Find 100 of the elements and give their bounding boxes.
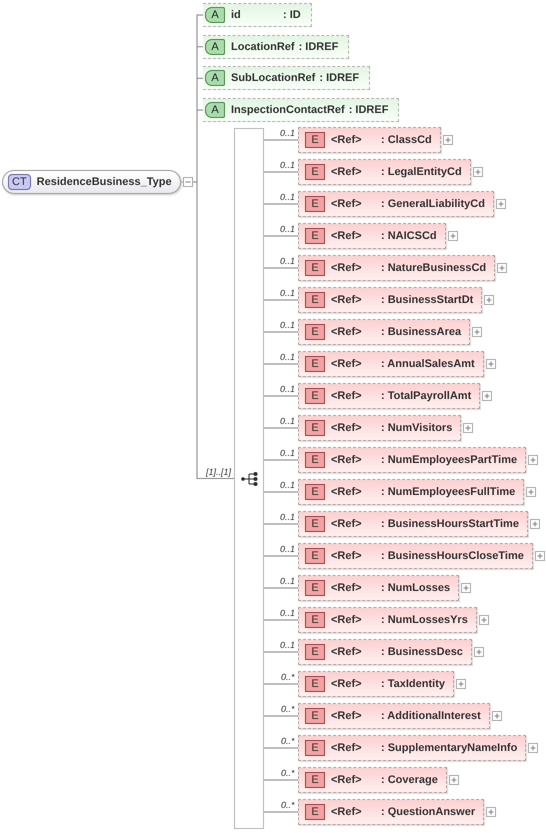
type-badge: A: [205, 70, 225, 86]
sequence-bar: [234, 128, 264, 829]
type-label: : TaxIdentity: [381, 678, 445, 690]
type-label: : Coverage: [381, 774, 438, 786]
attribute-box: [203, 34, 350, 59]
element-box: [298, 607, 477, 633]
type-label: : ID: [283, 9, 301, 21]
name-label: id: [231, 9, 242, 21]
type-badge: E: [305, 452, 325, 468]
ref-label: <Ref>: [331, 390, 363, 402]
complex-type-box: [2, 170, 181, 194]
type-badge: E: [305, 580, 325, 596]
multiplicity-label: 0..1: [280, 224, 296, 234]
multiplicity-label: 0..1: [280, 416, 296, 426]
type-badge: E: [305, 516, 325, 532]
type-badge: E: [305, 484, 325, 500]
element-box: [298, 287, 482, 313]
type-label: : NAICSCd: [381, 230, 437, 242]
attribute-box: [203, 3, 312, 27]
type-label: : BusinessStartDt: [381, 294, 474, 306]
element-box: [298, 351, 484, 377]
ref-label: <Ref>: [331, 774, 363, 786]
type-label: : NumEmployeesFullTime: [381, 486, 516, 498]
element-box: [298, 479, 524, 505]
multiplicity-label: 0..1: [280, 512, 296, 522]
element-box: [298, 767, 447, 793]
element-box: [298, 703, 490, 729]
type-badge: E: [305, 356, 325, 372]
type-label: : LegalEntityCd: [381, 166, 462, 178]
type-label: : TotalPayrollAmt: [381, 390, 472, 402]
ref-label: <Ref>: [331, 358, 363, 370]
type-label: : BusinessArea: [381, 326, 462, 338]
element-box: [298, 159, 471, 185]
multiplicity-label: 0..1: [280, 320, 296, 330]
ref-label: <Ref>: [331, 422, 363, 434]
type-badge: E: [305, 772, 325, 788]
multiplicity-label: 0..*: [281, 800, 295, 810]
type-badge: A: [205, 38, 225, 55]
ref-label: <Ref>: [331, 326, 363, 338]
type-label: : GeneralLiabilityCd: [381, 198, 485, 210]
type-badge: CT: [8, 174, 31, 190]
type-badge: E: [305, 644, 325, 660]
multiplicity-label: 0..*: [281, 672, 295, 682]
ref-label: <Ref>: [331, 806, 363, 818]
element-box: [298, 511, 528, 537]
name-label: InspectionContactRef: [231, 104, 345, 116]
ref-label: <Ref>: [331, 486, 363, 498]
multiplicity-label: 0..*: [281, 704, 295, 714]
element-box: [298, 415, 462, 441]
multiplicity-label: 0..1: [280, 576, 296, 586]
type-label: : NumVisitors: [381, 422, 452, 434]
type-badge: A: [205, 7, 225, 23]
type-label: : BusinessDesc: [381, 646, 463, 658]
multiplicity-label: 0..1: [280, 192, 296, 202]
multiplicity-label: 0..1: [280, 256, 296, 266]
type-label: : ClassCd: [381, 134, 432, 146]
ref-label: <Ref>: [331, 262, 363, 274]
type-label: : BusinessHoursCloseTime: [381, 550, 524, 562]
element-box: [298, 639, 472, 665]
ref-label: <Ref>: [331, 646, 363, 658]
element-box: [298, 319, 470, 345]
name-label: ResidenceBusiness_Type: [36, 176, 172, 188]
ref-label: <Ref>: [331, 582, 363, 594]
multiplicity-label: 0..1: [280, 352, 296, 362]
multiplicity-label: 0..1: [280, 128, 296, 138]
multiplicity-label: 0..1: [280, 640, 296, 650]
element-box: [298, 671, 454, 697]
type-label: : AnnualSalesAmt: [381, 358, 475, 370]
type-label: : IDREF: [298, 40, 338, 53]
ref-label: <Ref>: [331, 134, 363, 146]
attribute-box: [203, 66, 370, 90]
type-label: : QuestionAnswer: [381, 806, 476, 818]
type-badge: E: [305, 292, 325, 308]
element-box: [298, 383, 480, 409]
type-badge: E: [305, 740, 325, 756]
multiplicity-label: 0..1: [280, 384, 296, 394]
type-badge: E: [305, 388, 325, 404]
type-label: : SupplementaryNameInfo: [381, 742, 518, 754]
type-badge: A: [205, 102, 225, 118]
type-label: : NumLosses: [381, 582, 450, 594]
multiplicity-label: 0..1: [280, 480, 296, 490]
multiplicity-label: 0..1: [280, 544, 296, 554]
ref-label: <Ref>: [331, 294, 363, 306]
ref-label: <Ref>: [331, 230, 363, 242]
type-badge: E: [305, 324, 325, 340]
type-badge: E: [305, 708, 325, 724]
ref-label: <Ref>: [331, 742, 363, 754]
type-badge: E: [305, 676, 325, 692]
ref-label: <Ref>: [331, 550, 363, 562]
name-label: SubLocationRef: [231, 72, 316, 84]
type-badge: E: [305, 804, 325, 820]
type-badge: E: [305, 196, 325, 212]
ref-label: <Ref>: [331, 166, 363, 178]
type-label: : NumLossesYrs: [381, 614, 468, 626]
ref-label: <Ref>: [331, 678, 363, 690]
type-badge: E: [305, 132, 325, 148]
multiplicity-label: 0..1: [280, 288, 296, 298]
type-badge: E: [305, 260, 325, 276]
element-box: [298, 223, 446, 249]
element-box: [298, 735, 526, 761]
